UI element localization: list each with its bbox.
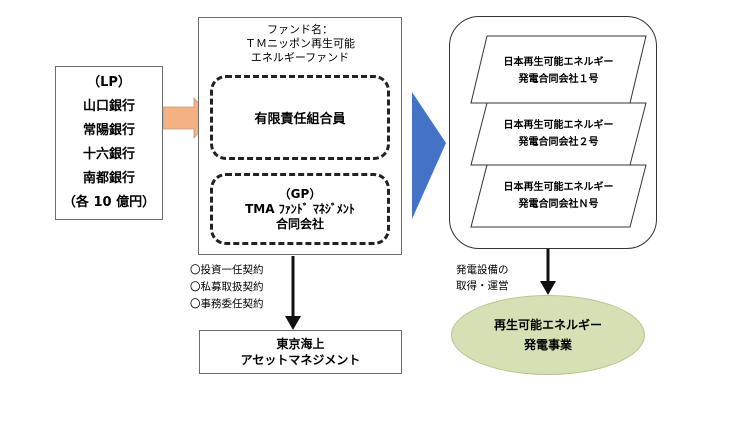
business-line-1: 再生可能エネルギー (493, 318, 602, 332)
lp-line-2: 山口銀行 (82, 99, 135, 114)
subsidiary-name: 日本再生可能エネルギー (503, 57, 614, 68)
subsidiaries-to-business-arrowhead (540, 281, 556, 295)
contract-item: 〇事務委任契約 (190, 298, 264, 310)
fund-name-line-1: ファンド名： (267, 23, 333, 36)
fund-name: ファンド名： ＴＭニッポン再生可能 エネルギーファンド (199, 23, 401, 65)
subsidiary-text-1: 日本再生可能エネルギー 発電合同会社１号 (471, 54, 646, 88)
fund-name-line-2: ＴＭニッポン再生可能 (245, 37, 355, 50)
business-ellipse: 再生可能エネルギー 発電事業 (451, 295, 645, 375)
subsidiary-text-2: 日本再生可能エネルギー 発電合同会社２号 (471, 117, 646, 151)
asset-manager-box: 東京海上 アセットマネジメント (199, 330, 402, 374)
gp-line-3: 合同会社 (275, 216, 324, 231)
operation-label-line-1: 発電設備の (456, 264, 509, 276)
lp-line-1: （LP） (87, 75, 131, 90)
lp-line-5: 南都銀行 (82, 171, 135, 186)
subsidiary-name: 日本再生可能エネルギー (503, 120, 614, 131)
lp-line-6: （各 10 億円） (62, 195, 156, 210)
fund-to-manager-arrowhead (285, 316, 301, 330)
gp-line-1: （GP） (278, 186, 322, 201)
asset-manager-line-2: アセットマネジメント (240, 353, 361, 367)
fund-to-subsidiaries-arrow (412, 92, 446, 219)
lp-line-3: 常陽銀行 (82, 123, 135, 138)
lp-box: （LP） 山口銀行 常陽銀行 十六銀行 南都銀行 （各 10 億円） (55, 66, 163, 220)
business-line-2: 発電事業 (523, 338, 572, 352)
lp-line-4: 十六銀行 (82, 147, 135, 162)
operation-label: 発電設備の 取得・運営 (456, 262, 509, 294)
fund-name-line-3: エネルギーファンド (250, 51, 350, 64)
operation-label-line-2: 取得・運営 (456, 280, 509, 292)
subsidiary-entity: 発電合同会社２号 (518, 137, 599, 148)
gp-line-2: TMA ﾌｧﾝﾄﾞ ﾏﾈｼﾞﾒﾝﾄ (245, 201, 355, 216)
limited-partner-box: 有限責任組合員 (210, 75, 390, 160)
asset-manager-line-1: 東京海上 (276, 337, 325, 351)
subsidiary-entity: 発電合同会社Ｎ号 (518, 199, 599, 210)
subsidiary-entity: 発電合同会社１号 (518, 74, 599, 85)
limited-partner-label: 有限責任組合員 (254, 112, 346, 127)
gp-box: （GP） TMA ﾌｧﾝﾄﾞ ﾏﾈｼﾞﾒﾝﾄ 合同会社 (210, 173, 390, 245)
contract-item: 〇私募取扱契約 (190, 281, 264, 293)
subsidiary-text-3: 日本再生可能エネルギー 発電合同会社Ｎ号 (471, 179, 646, 213)
subsidiary-shape-3 (470, 164, 647, 228)
subsidiary-name: 日本再生可能エネルギー (503, 182, 614, 193)
contracts-list: 〇投資一任契約 〇私募取扱契約 〇事務委任契約 (190, 262, 264, 313)
contract-item: 〇投資一任契約 (190, 264, 264, 276)
